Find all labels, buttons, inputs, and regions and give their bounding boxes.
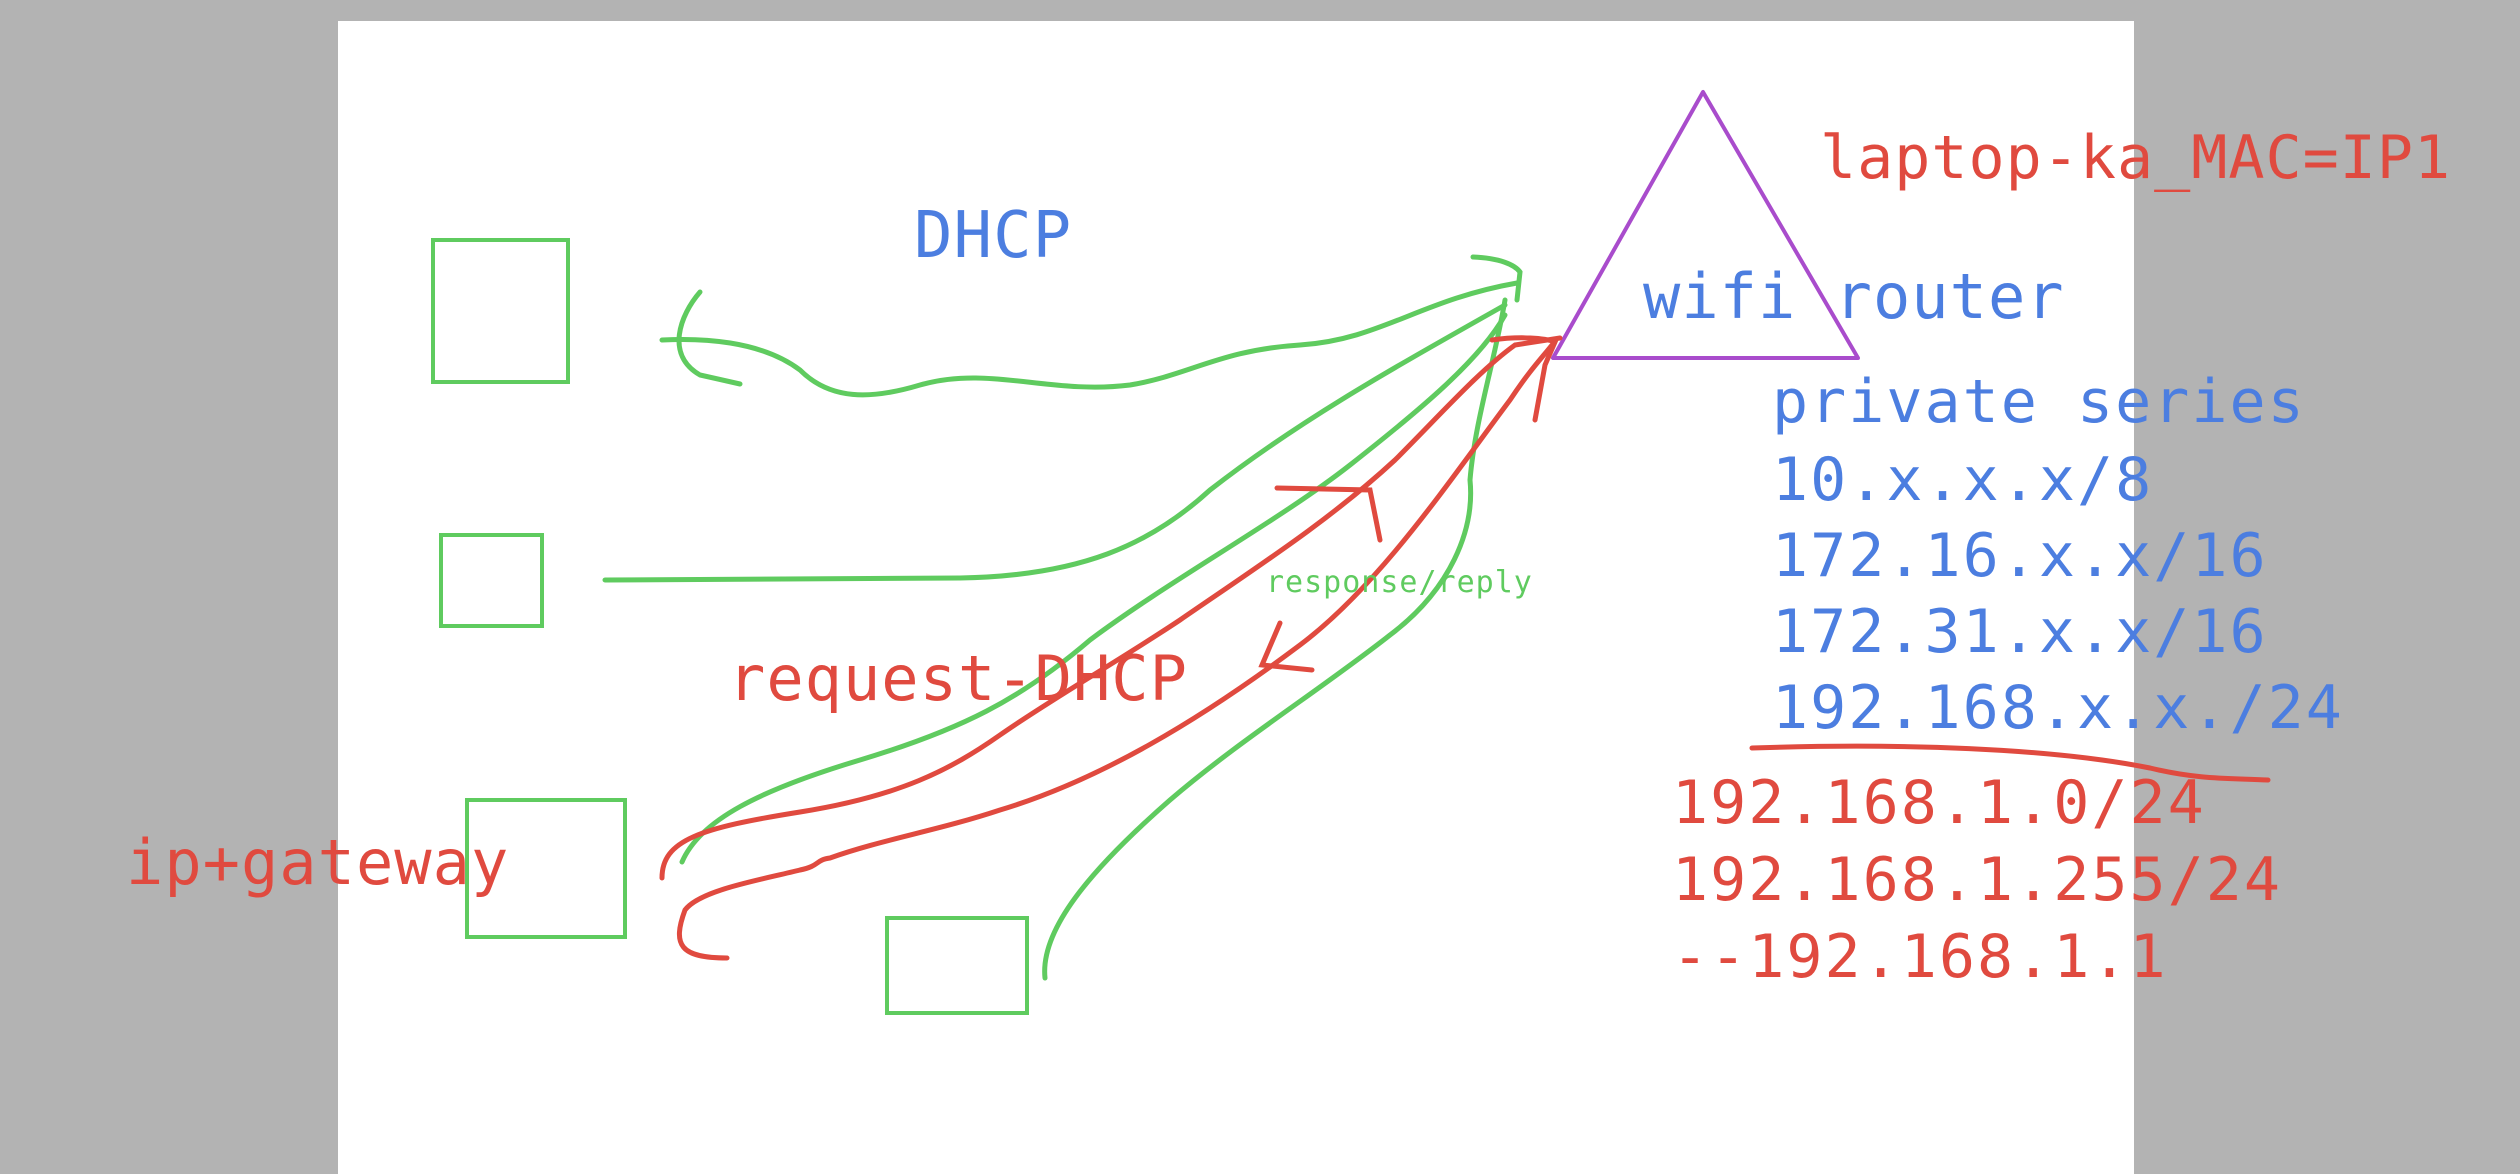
private-range-item: 172.16.x.x/16 [1772,521,2268,591]
device-box-4 [885,916,1029,1015]
red-mid-arrowhead-down [1258,620,1315,673]
dhcp-arrowhead-router [1470,254,1523,303]
green-curve-to-device-2 [602,302,1508,583]
dhcp-arrow-to-device-1 [659,280,1520,398]
subnet-note-item: 192.168.1.255/24 [1672,845,2282,915]
private-range-item: 172.31.x.x/16 [1772,597,2268,667]
router-label: wifi router [1643,260,2065,333]
request-dhcp-label: request-DHCP [728,642,1188,715]
ip-gateway-label: ip+gateway [126,826,510,899]
router-mac-label: laptop-ka_MAC=IP1 [1820,123,2452,193]
device-box-3 [465,798,627,939]
list-underline [1749,743,2271,783]
dhcp-arrowhead-1 [676,289,743,387]
subnet-note-item: --192.168.1.1 [1672,922,2168,992]
device-box-1 [431,238,570,384]
red-mid-arrowhead-up [1274,485,1383,543]
device-box-2 [439,533,544,628]
private-range-item: 10.x.x.x/8 [1772,445,2154,515]
response-reply-label: response/reply [1266,565,1533,600]
request-arrowhead-router [1489,335,1559,423]
router-triangle [1551,90,1860,360]
whiteboard-canvas [338,21,2134,1174]
dhcp-label: DHCP [914,199,1073,273]
response-reply-arrow [676,342,1555,961]
green-curve-to-device-3 [679,312,1508,865]
private-range-item: 192.168.x.x./24 [1772,673,2344,743]
private-series-title: private series [1772,367,2306,437]
subnet-note-item: 192.168.1.0/24 [1672,768,2206,838]
request-dhcp-arrow [659,335,1563,881]
green-curve-to-device-4 [1042,297,1508,981]
